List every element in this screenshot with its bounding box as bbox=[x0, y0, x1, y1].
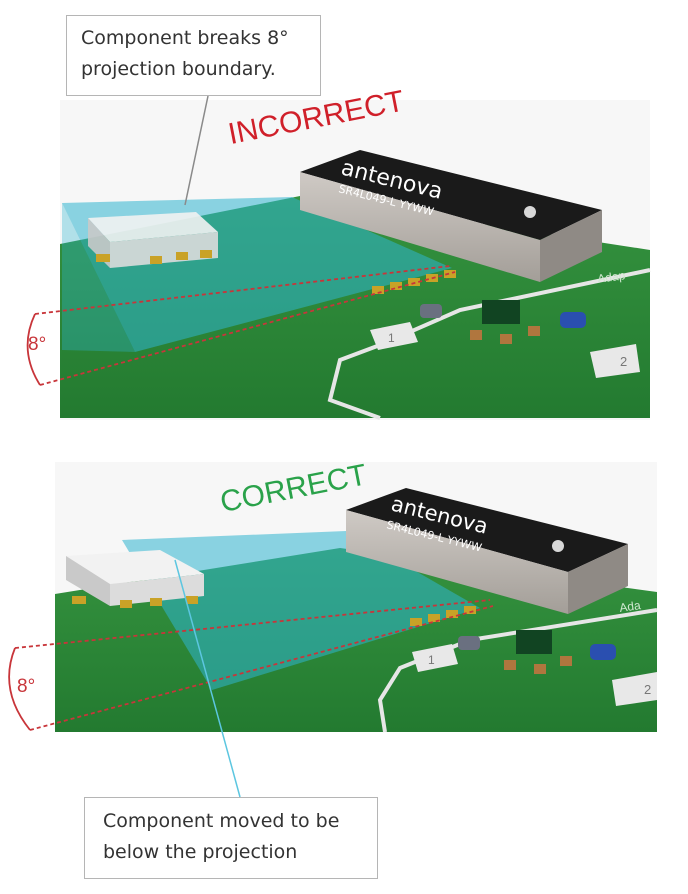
bottom-pad-1 bbox=[412, 644, 458, 672]
top-pad-2 bbox=[590, 344, 640, 378]
top-callout-box: Component breaks 8° projection boundary. bbox=[66, 15, 321, 96]
bottom-callout-line-1: Component moved to be bbox=[103, 810, 340, 832]
bottom-angle-label: 8° bbox=[17, 676, 36, 697]
bottom-smd-components bbox=[410, 606, 616, 674]
top-callout-line-2: projection boundary. bbox=[81, 58, 276, 80]
bottom-angle-arc bbox=[8, 647, 31, 731]
bottom-callout-line-2: below the projection bbox=[103, 841, 298, 863]
bottom-callout-leader bbox=[174, 559, 241, 798]
top-callout-leader bbox=[184, 95, 209, 206]
top-angle-label: 8° bbox=[28, 334, 47, 355]
top-panel bbox=[26, 95, 651, 420]
top-pad-1 bbox=[370, 322, 418, 350]
bottom-callout-box: Component moved to be below the projecti… bbox=[84, 797, 378, 879]
top-projection-side bbox=[62, 203, 135, 352]
bottom-antenna-chip bbox=[346, 488, 628, 614]
bottom-panel bbox=[8, 462, 658, 798]
bottom-pad-2 bbox=[612, 672, 657, 706]
top-antenna-marker-dot bbox=[524, 206, 536, 218]
bottom-angle-lines bbox=[8, 599, 494, 731]
bottom-antenna-marker-dot bbox=[552, 540, 564, 552]
bottom-projection-plane bbox=[122, 531, 480, 690]
top-angle-lines bbox=[26, 265, 456, 386]
top-antenna-chip bbox=[300, 150, 602, 282]
top-connector-component bbox=[88, 212, 218, 268]
top-callout-line-1: Component breaks 8° bbox=[81, 27, 289, 49]
top-angle-arc bbox=[26, 313, 41, 386]
